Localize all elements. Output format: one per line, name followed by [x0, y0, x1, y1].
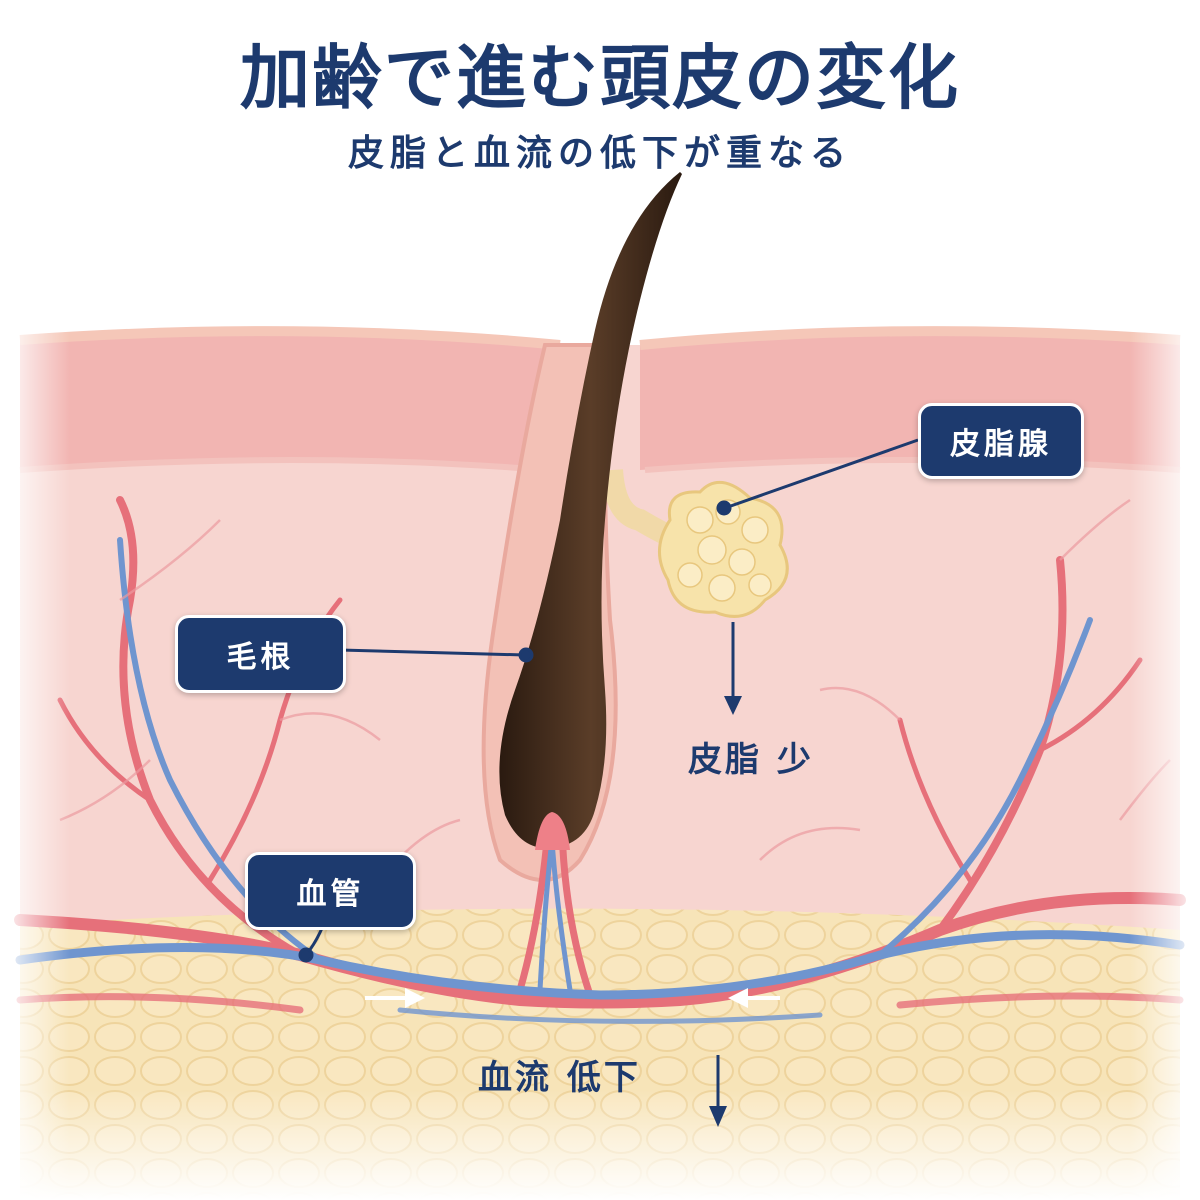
page-subtitle: 皮脂と血流の低下が重なる [347, 133, 852, 174]
arteries [14, 496, 1186, 1014]
page-title: 加齢で進む頭皮の変化 [240, 37, 960, 119]
blood-flow-low-text: 血流 低下 [478, 1058, 641, 1098]
leader-gland [724, 438, 919, 510]
dermal-papilla [535, 812, 570, 850]
leader-hair-root [339, 648, 526, 657]
sebaceous-gland-shape [658, 481, 789, 618]
hair-shaft [499, 172, 682, 849]
sebum-down-arrow [724, 622, 742, 715]
hair-root-label: 毛根 [175, 615, 346, 693]
sebaceous-gland-label: 皮脂腺 [918, 403, 1084, 479]
blood-vessel-label: 血管 [245, 852, 416, 930]
flow-down-arrow [709, 1055, 727, 1127]
epidermis-layer [20, 331, 560, 470]
blood-flow-arrows [365, 988, 780, 1008]
sebum-low-text: 皮脂 少 [688, 740, 814, 780]
